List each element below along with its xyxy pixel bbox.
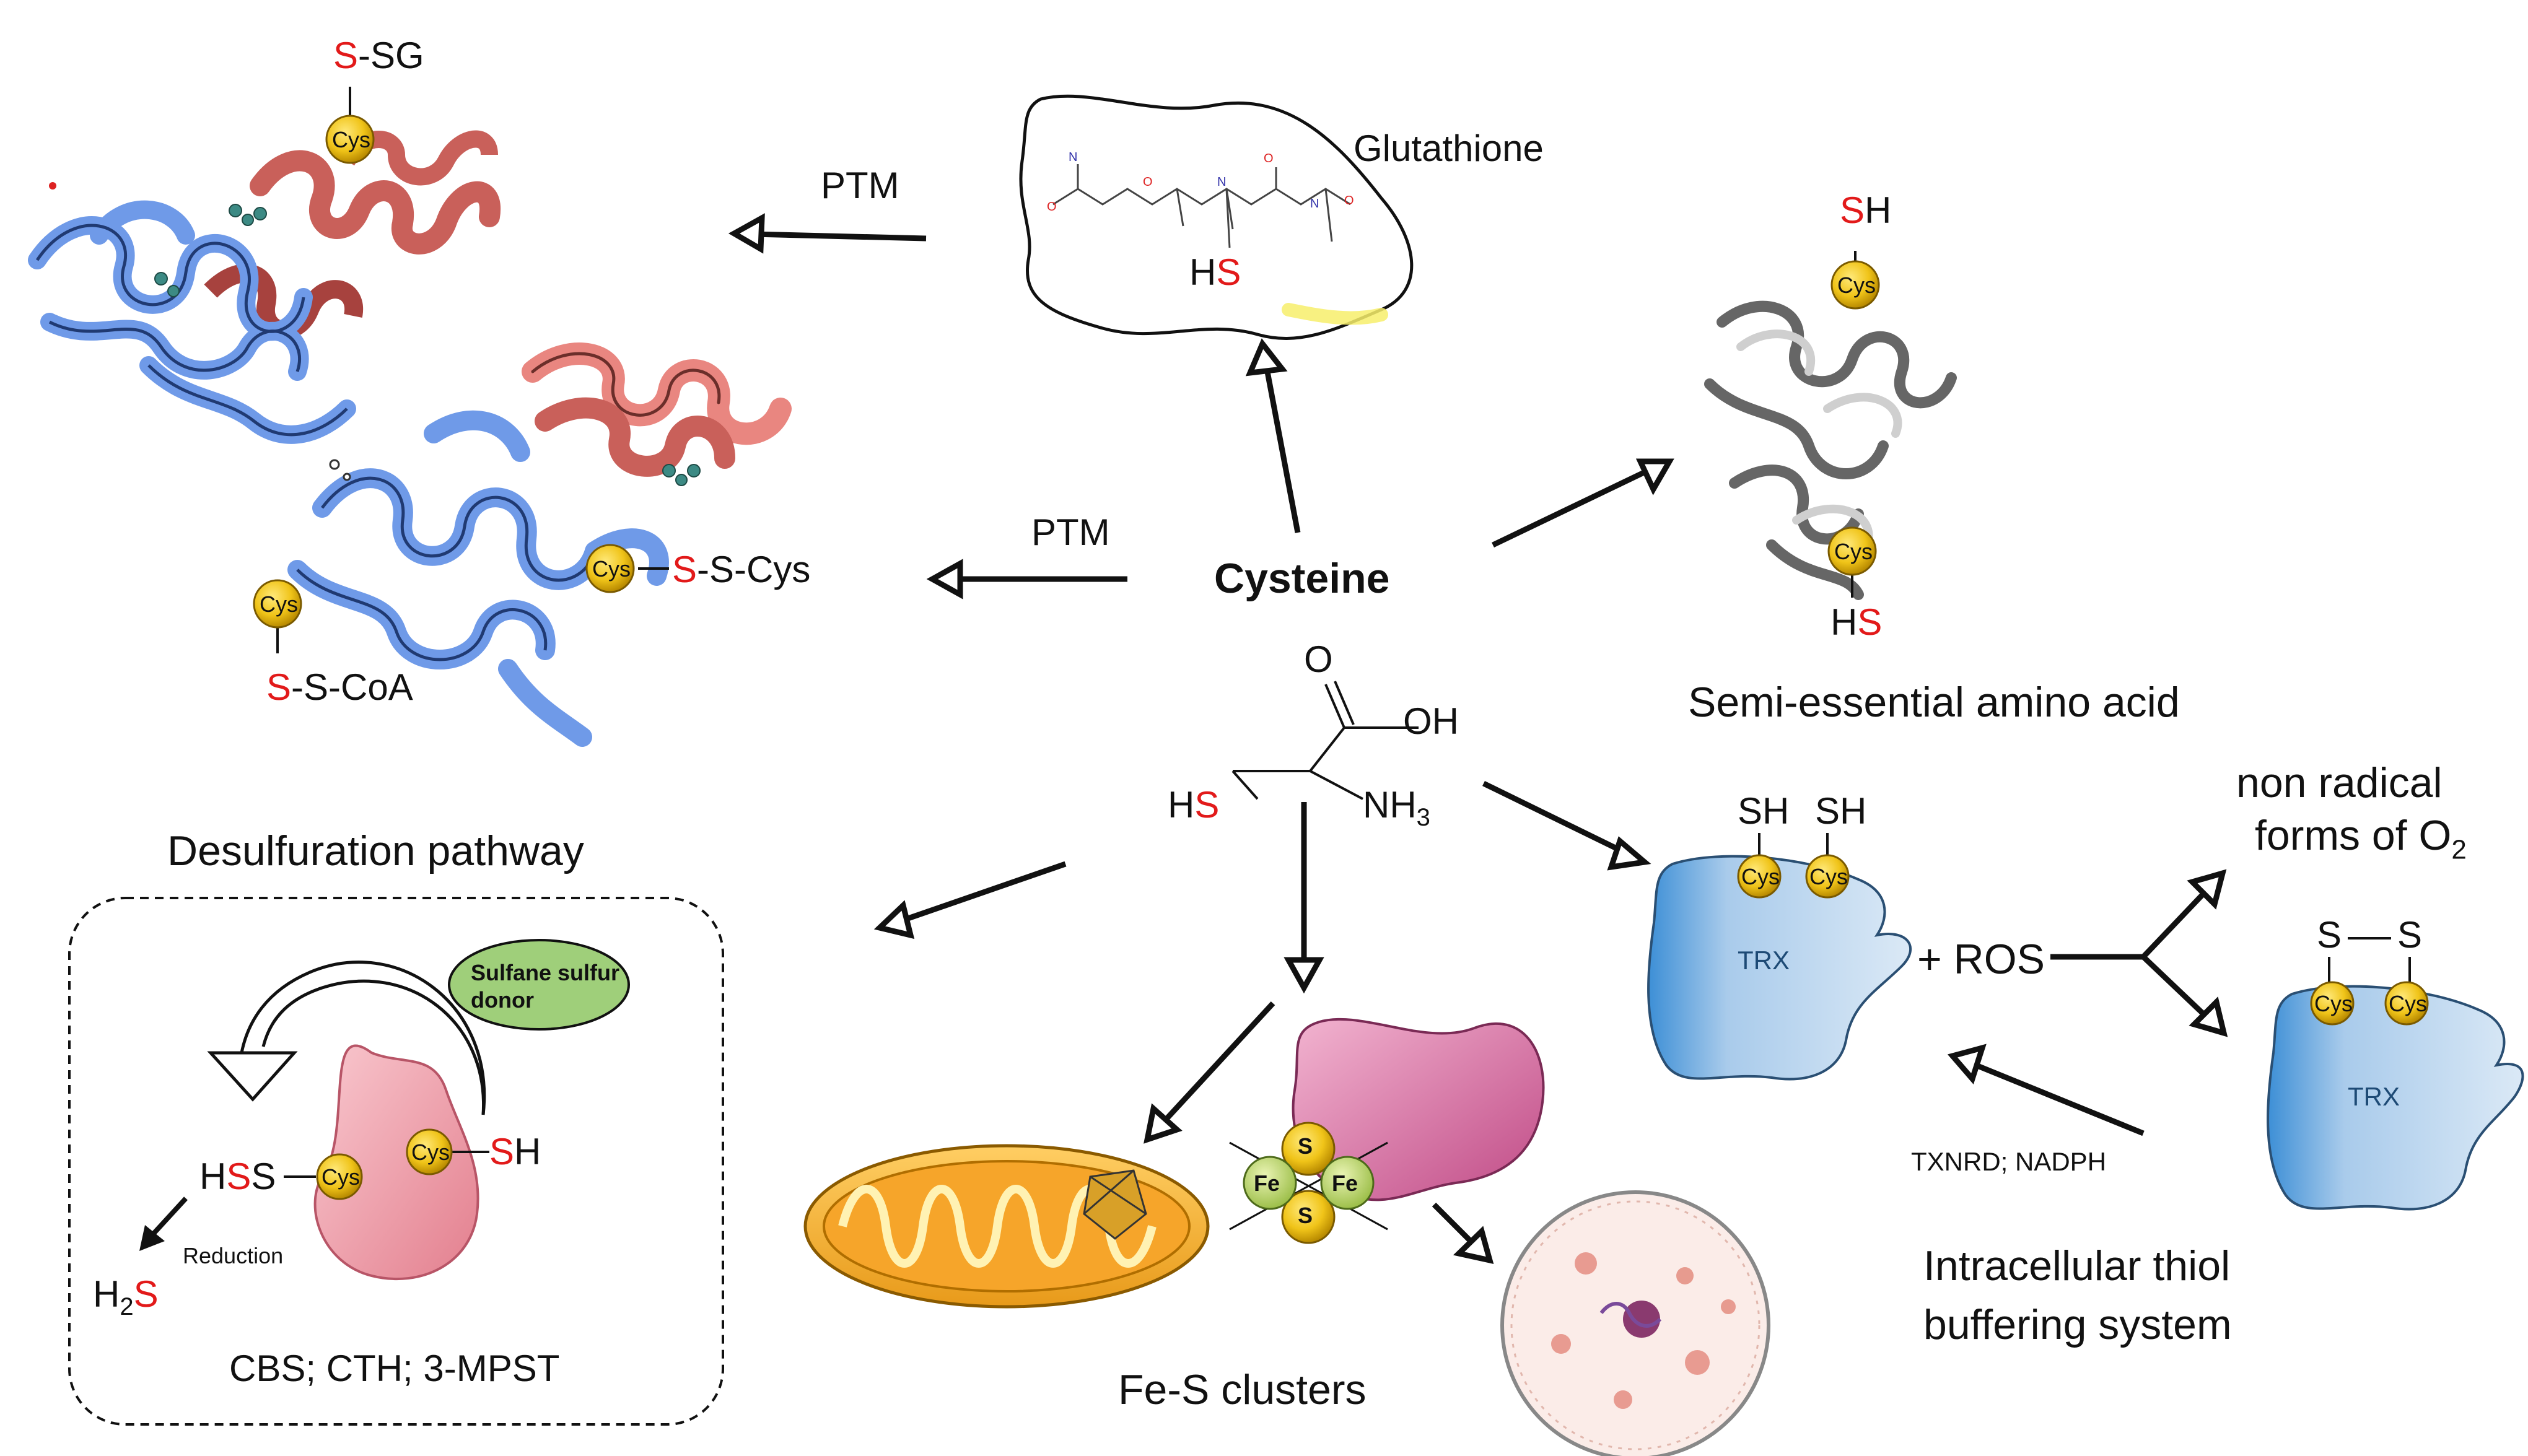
reduction-label: Reduction xyxy=(183,1243,284,1268)
fes-s-bottom: S xyxy=(1298,1203,1313,1228)
non-radical-line2: forms of O2 xyxy=(2255,812,2467,865)
trx-ox-cys-2: Cys xyxy=(2389,991,2427,1016)
trx-disulfide-s-left: S xyxy=(2317,914,2342,956)
trx-cys-1: Cys xyxy=(1741,864,1780,889)
h2s-label: H2S xyxy=(93,1273,159,1320)
glutathione-structure: O O O O N N N xyxy=(1019,94,1414,340)
cys-sscoa-label: Cys xyxy=(260,591,298,617)
arrow-to-trx xyxy=(1482,780,1624,855)
txnrd-label: TXNRD; NADPH xyxy=(1911,1147,2107,1176)
semi-hs: HS xyxy=(1830,601,1883,643)
semi-essential-title: Semi-essential amino acid xyxy=(1688,679,2180,726)
desulfuration-title: Desulfuration pathway xyxy=(167,827,584,874)
donor-line1: Sulfane sulfur xyxy=(471,960,620,985)
svg-text:N: N xyxy=(1069,150,1077,164)
gray-protein-structure xyxy=(1704,251,1957,600)
cys-semi-top-label: Cys xyxy=(1837,272,1876,298)
cysteine-oh: OH xyxy=(1403,700,1459,742)
trx-reduced xyxy=(1647,833,1912,1081)
thiol-caption-line1: Intracellular thiol xyxy=(1923,1242,2231,1289)
cys-semi-bottom xyxy=(1827,526,1877,576)
trx-label: TRX xyxy=(1738,946,1790,975)
cys-semi-top xyxy=(1830,260,1880,310)
nucleus xyxy=(1500,1190,1770,1456)
cys-balls xyxy=(253,115,1880,629)
thiol-caption-line2: buffering system xyxy=(1923,1301,2232,1348)
cysteine-hs: HS xyxy=(1168,784,1220,826)
fes-s-top: S xyxy=(1298,1133,1313,1159)
arrow-fes-mito xyxy=(1162,1001,1275,1123)
ptm-protein-structure xyxy=(28,87,792,747)
trx-sh-1: SH xyxy=(1738,790,1790,832)
trx-sh-2: SH xyxy=(1815,790,1867,832)
svg-text:N: N xyxy=(1310,197,1319,211)
cysteine-skeletal xyxy=(1231,681,1419,800)
trx-oxidized xyxy=(2267,937,2524,1211)
cys-sscys xyxy=(585,544,635,593)
cys-sh xyxy=(406,1128,453,1175)
arrow-to-semi-essential xyxy=(1492,468,1649,548)
cys-sh-label: Cys xyxy=(411,1140,450,1165)
cys-ssg-label: Cys xyxy=(332,127,370,152)
arrow-txnrd xyxy=(1975,1062,2145,1136)
plus-ros: + ROS xyxy=(1917,936,2045,983)
trx-cys-2: Cys xyxy=(1809,864,1848,889)
cys-ssg xyxy=(325,115,375,164)
cys-sscoa xyxy=(253,579,302,629)
arrows xyxy=(728,213,2228,1264)
svg-text:O: O xyxy=(1344,194,1354,207)
mitochondrion xyxy=(803,1144,1210,1309)
fes-fe-left: Fe xyxy=(1254,1170,1280,1196)
non-radical-line1: non radical xyxy=(2236,759,2443,806)
glutathione-hs: HS xyxy=(1189,251,1241,293)
fes-cell xyxy=(1229,1018,1545,1244)
trx-ox-label: TRX xyxy=(2348,1082,2400,1111)
svg-text:O: O xyxy=(1264,152,1274,165)
ptm-label-mid: PTM xyxy=(1031,512,1110,553)
trx-ox-cys-1: Cys xyxy=(2314,991,2353,1016)
sh-label: SH xyxy=(489,1131,541,1172)
cys-semi-bottom-label: Cys xyxy=(1834,539,1873,564)
ptm-label-top: PTM xyxy=(821,165,899,206)
svg-text:O: O xyxy=(1047,200,1057,214)
cys-sscys-label: Cys xyxy=(592,556,631,582)
glutathione-title: Glutathione xyxy=(1354,128,1544,169)
donor-line2: donor xyxy=(471,987,534,1013)
desulfuration-enzymes: CBS; CTH; 3-MPST xyxy=(229,1348,560,1389)
svg-text:N: N xyxy=(1217,175,1226,189)
arrow-ptm-top xyxy=(752,231,927,242)
fes-fe-right: Fe xyxy=(1332,1170,1358,1196)
arrow-to-glutathione xyxy=(1264,368,1301,533)
cysteine-oxygen: O xyxy=(1304,639,1333,680)
arrow-to-desulfuration xyxy=(903,861,1067,923)
ssg-label: S-SG xyxy=(333,35,424,76)
cys-hss-label: Cys xyxy=(321,1164,360,1190)
cys-hss xyxy=(316,1153,363,1200)
cysteine-title: Cysteine xyxy=(1214,555,1390,602)
fes-title: Fe-S clusters xyxy=(1118,1366,1367,1413)
sscys-label: S-S-Cys xyxy=(672,549,811,590)
semi-sh: SH xyxy=(1840,190,1892,231)
cysteine-nh3: NH3 xyxy=(1363,784,1430,831)
arrow-fes-nucleus xyxy=(1432,1202,1477,1247)
hss-label: HSS xyxy=(199,1156,276,1197)
trx-disulfide-s-right: S xyxy=(2397,914,2423,956)
desulfuration-box xyxy=(68,897,724,1426)
svg-text:O: O xyxy=(1143,175,1153,189)
sscoa-label: S-S-CoA xyxy=(266,666,413,708)
